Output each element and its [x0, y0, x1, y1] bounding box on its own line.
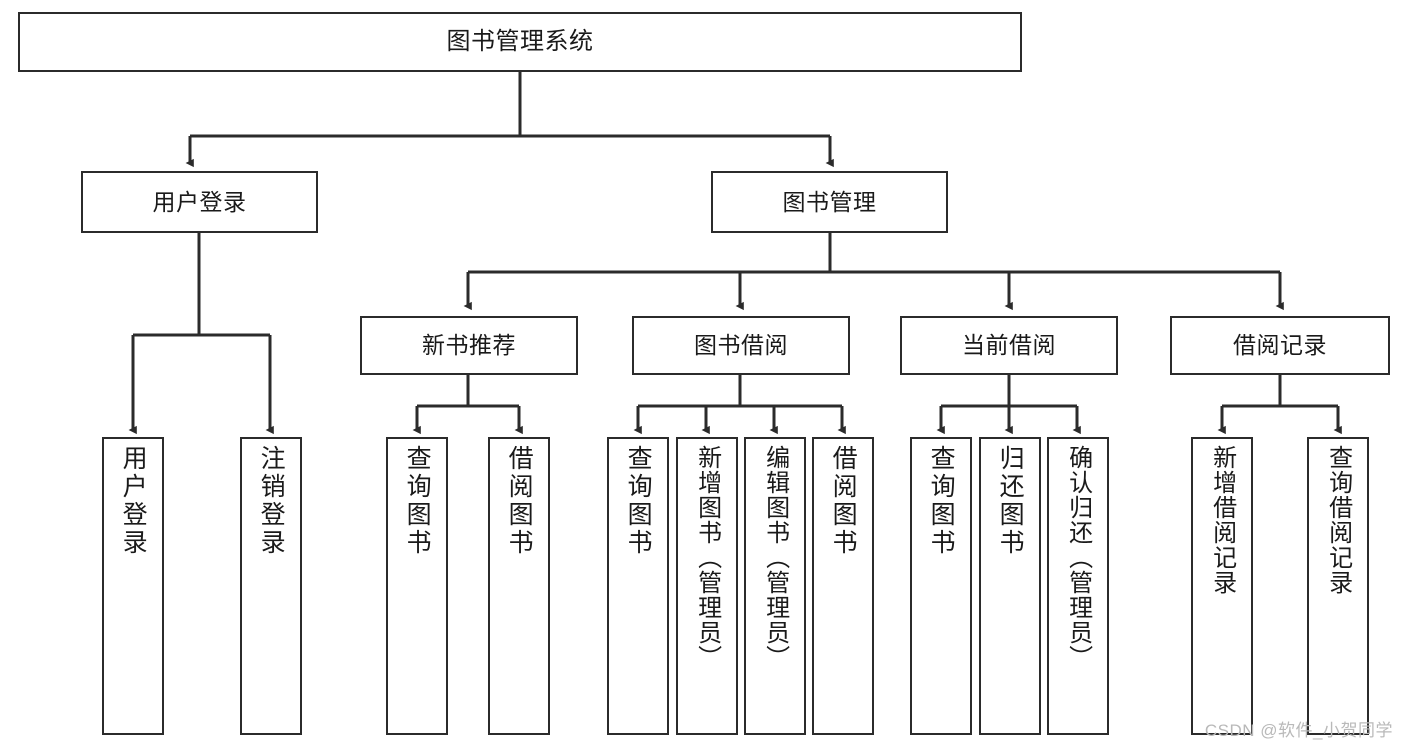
- node-leaf-add-book-label: 新增图书（管理员）: [693, 445, 721, 670]
- node-leaf-query-record-label: 查询借阅记录: [1324, 445, 1352, 595]
- node-borrow-record-label: 借阅记录: [1233, 332, 1327, 358]
- node-new-book-recommend[interactable]: 新书推荐: [360, 316, 578, 375]
- node-book-manage-label: 图书管理: [782, 188, 877, 215]
- node-leaf-logout-label: 注销登录: [257, 445, 286, 557]
- node-leaf-query-book-3-label: 查询图书: [927, 445, 956, 557]
- node-leaf-query-book-1[interactable]: 查询图书: [386, 437, 448, 735]
- csdn-watermark: CSDN @软件_小贺同学: [1204, 721, 1393, 740]
- node-leaf-user-login[interactable]: 用户登录: [102, 437, 164, 735]
- node-new-book-recommend-label: 新书推荐: [422, 332, 516, 358]
- node-leaf-query-book-1-label: 查询图书: [403, 445, 432, 557]
- node-leaf-edit-book-label: 编辑图书（管理员）: [761, 445, 789, 670]
- node-leaf-query-book-3[interactable]: 查询图书: [910, 437, 972, 735]
- node-book-manage[interactable]: 图书管理: [711, 171, 948, 233]
- node-book-borrow-label: 图书借阅: [694, 332, 788, 358]
- node-book-borrow[interactable]: 图书借阅: [632, 316, 850, 375]
- node-leaf-return-book-label: 归还图书: [996, 445, 1025, 557]
- node-user-login[interactable]: 用户登录: [81, 171, 318, 233]
- node-leaf-add-record-label: 新增借阅记录: [1208, 445, 1236, 595]
- node-leaf-borrow-book-2[interactable]: 借阅图书: [812, 437, 874, 735]
- node-current-borrow-label: 当前借阅: [962, 332, 1056, 358]
- node-leaf-confirm-return[interactable]: 确认归还（管理员）: [1047, 437, 1109, 735]
- node-leaf-borrow-book-1-label: 借阅图书: [505, 445, 534, 557]
- node-leaf-query-book-2[interactable]: 查询图书: [607, 437, 669, 735]
- node-leaf-query-record[interactable]: 查询借阅记录: [1307, 437, 1369, 735]
- node-leaf-logout[interactable]: 注销登录: [240, 437, 302, 735]
- node-leaf-confirm-return-label: 确认归还（管理员）: [1064, 445, 1092, 670]
- node-leaf-edit-book[interactable]: 编辑图书（管理员）: [744, 437, 806, 735]
- node-leaf-borrow-book-2-label: 借阅图书: [829, 445, 858, 557]
- node-leaf-query-book-2-label: 查询图书: [624, 445, 653, 557]
- node-leaf-user-login-label: 用户登录: [119, 445, 148, 557]
- node-leaf-return-book[interactable]: 归还图书: [979, 437, 1041, 735]
- node-leaf-add-book[interactable]: 新增图书（管理员）: [676, 437, 738, 735]
- node-root-label: 图书管理系统: [446, 28, 594, 55]
- node-root[interactable]: 图书管理系统: [18, 12, 1022, 72]
- node-leaf-borrow-book-1[interactable]: 借阅图书: [488, 437, 550, 735]
- node-user-login-label: 用户登录: [152, 188, 247, 215]
- node-leaf-add-record[interactable]: 新增借阅记录: [1191, 437, 1253, 735]
- node-borrow-record[interactable]: 借阅记录: [1170, 316, 1390, 375]
- node-current-borrow[interactable]: 当前借阅: [900, 316, 1118, 375]
